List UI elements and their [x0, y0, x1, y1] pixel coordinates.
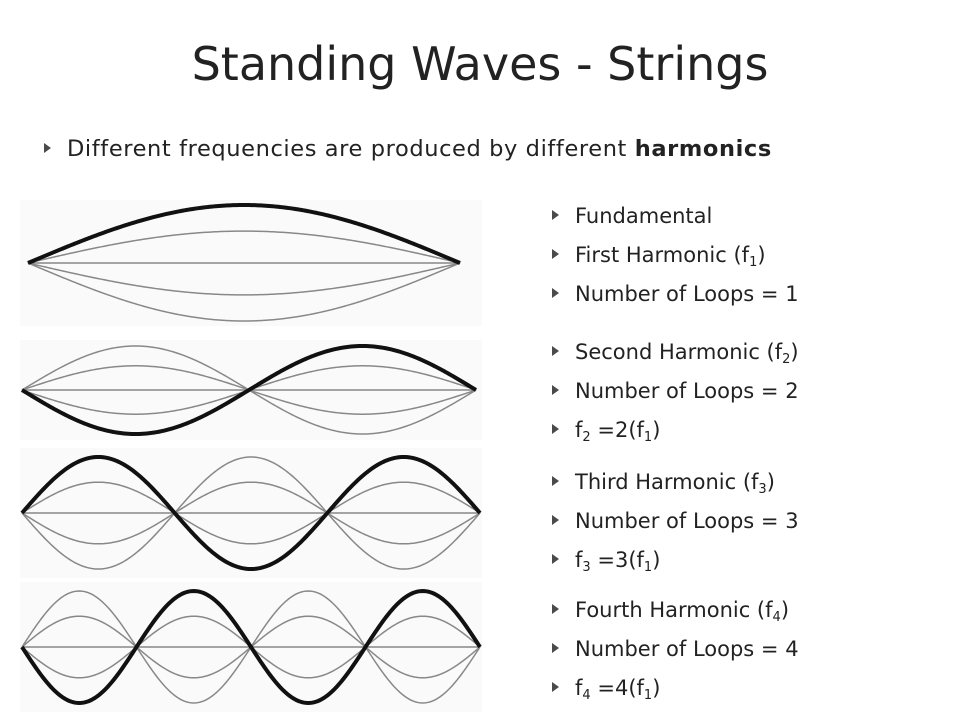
list-item: f2 =2(f1): [552, 411, 799, 450]
bullet-icon: [552, 643, 559, 653]
list-item-sub2: 1: [643, 430, 653, 445]
list-item-suffix: ): [757, 243, 766, 267]
wave-envelope-line: [21, 456, 481, 570]
list-item-suffix2: ): [652, 676, 661, 700]
list-item: Second Harmonic (f2): [552, 333, 799, 372]
standing-wave-bold: [20, 343, 478, 437]
list-item: Fundamental: [552, 197, 799, 236]
list-item-text: Fundamental: [575, 204, 713, 228]
list-item-text: Third Harmonic (f: [575, 470, 759, 494]
list-item-suffix: =2(f: [590, 418, 644, 442]
wave-envelope-line: [27, 204, 461, 264]
list-item-suffix2: ): [652, 548, 661, 572]
list-item-sub: 2: [582, 430, 591, 445]
subtitle-text: Different frequencies are produced by di…: [67, 136, 627, 162]
list-item-sub2: 1: [643, 560, 653, 575]
list-item-sub: 1: [749, 255, 758, 270]
bullet-icon: [552, 288, 559, 298]
wave-envelope-line: [27, 262, 461, 322]
list-item: Number of Loops = 1: [552, 275, 799, 314]
bullet-icon: [552, 476, 559, 486]
wave-diagram-fourth-harmonic: [20, 582, 482, 712]
list-item: Third Harmonic (f3): [552, 463, 799, 502]
list-item-suffix: =3(f: [590, 548, 644, 572]
list-item-suffix: ): [766, 470, 775, 494]
list-item-text: f: [575, 676, 583, 700]
list-item: First Harmonic (f1): [552, 236, 799, 275]
subtitle-emphasis: harmonics: [634, 136, 772, 162]
wave-svg-4: [20, 588, 482, 706]
list-item: Number of Loops = 4: [552, 630, 799, 669]
standing-wave-bold: [27, 203, 461, 265]
bullet-icon: [552, 346, 559, 356]
bullet-icon: [44, 142, 51, 153]
bullet-icon: [552, 385, 559, 395]
wave-svg-3: [20, 454, 482, 572]
list-item-text: First Harmonic (f: [575, 243, 750, 267]
list-item-suffix: ): [780, 598, 790, 622]
wave-envelope-line: [21, 481, 481, 545]
wave-diagram-third-harmonic: [20, 448, 482, 578]
wave-svg-2: [20, 343, 478, 437]
list-item-text: Fourth Harmonic (f: [575, 598, 773, 622]
standing-wave-bold: [20, 454, 482, 572]
list-item-suffix2: ): [652, 418, 661, 442]
wave-svg-1: [27, 203, 461, 322]
list-item-suffix: =4(f: [590, 676, 644, 700]
list-item-text: Number of Loops = 4: [575, 637, 799, 661]
bullet-icon: [552, 604, 559, 614]
bullet-icon: [552, 249, 559, 259]
list-item-text: Number of Loops = 1: [575, 282, 799, 306]
list-item-text: Second Harmonic (f: [575, 340, 783, 364]
list-item-sub: 3: [582, 560, 591, 575]
wave-diagram-second-harmonic: [20, 340, 482, 440]
list-item-sub2: 1: [643, 688, 653, 703]
list-item: Number of Loops = 3: [552, 502, 799, 541]
bullet-icon: [552, 210, 559, 220]
list-item: Number of Loops = 2: [552, 372, 799, 411]
list-item-sub: 4: [772, 610, 781, 625]
standing-wave-bold: [20, 588, 482, 706]
list-item: f3 =3(f1): [552, 541, 799, 580]
list-item-text: Number of Loops = 3: [575, 509, 799, 533]
bullet-icon: [552, 424, 559, 434]
list-item-sub: 2: [782, 352, 791, 367]
wave-envelope-line: [27, 262, 461, 296]
wave-envelope-line: [27, 230, 461, 264]
bullet-icon: [552, 682, 559, 692]
list-item-text: f: [575, 418, 583, 442]
bullet-icon: [552, 515, 559, 525]
page-title: Standing Waves - Strings: [191, 37, 769, 91]
list-item-sub: 4: [582, 688, 591, 703]
bullet-icon: [552, 554, 559, 564]
wave-envelope-line: [21, 481, 481, 545]
wave-diagram-fundamental: [20, 200, 482, 326]
list-item-suffix: ): [790, 340, 799, 364]
list-item-sub: 3: [758, 482, 767, 497]
subtitle: Different frequencies are produced by di…: [44, 134, 772, 164]
list-item: f4 =4(f1): [552, 669, 799, 708]
list-item-text: f: [575, 548, 583, 572]
list-item-text: Number of Loops = 2: [575, 379, 799, 403]
list-item: Fourth Harmonic (f4): [552, 591, 799, 630]
